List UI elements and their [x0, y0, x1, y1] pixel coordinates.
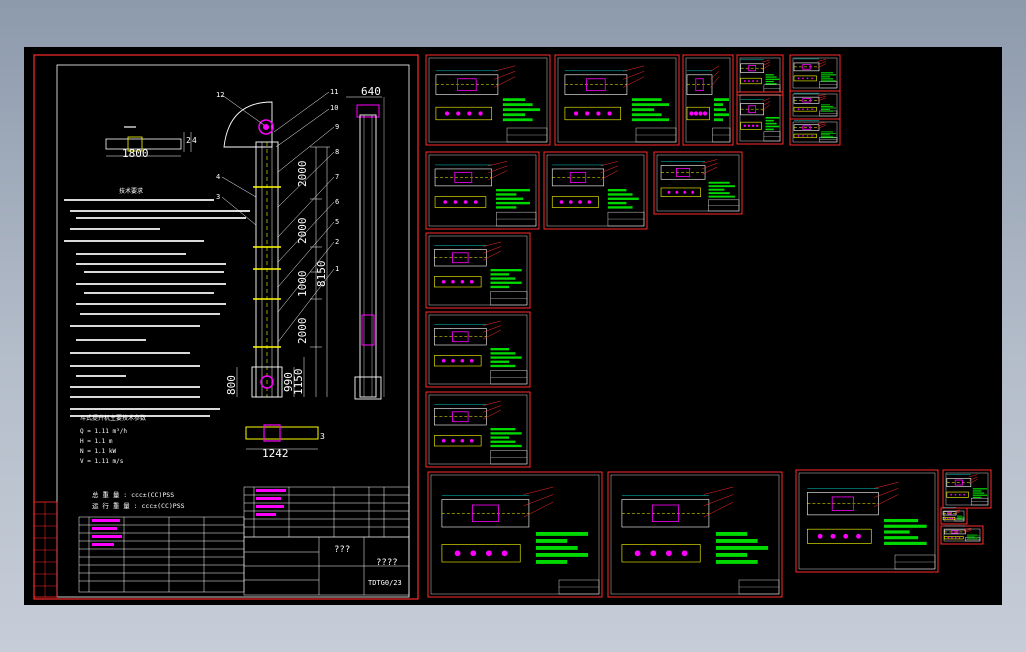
- callout-9: 9: [335, 123, 339, 131]
- callout-10: 10: [330, 104, 338, 112]
- callout-4: 4: [216, 173, 220, 181]
- notes-title: 技术要求: [119, 187, 143, 195]
- detail-sheet-15: [427, 471, 603, 598]
- callout-7: 7: [335, 173, 339, 181]
- dim-640: 640: [361, 85, 381, 98]
- detail-sheet-5: [789, 54, 841, 92]
- side-elevation: [346, 96, 385, 400]
- dim-2000-c: 2000: [296, 318, 309, 345]
- parts-list-highlight: [92, 489, 286, 546]
- main-assembly-sheet: [33, 54, 419, 600]
- detail-sheet-11: [653, 151, 743, 215]
- detail-sheet-16: [607, 471, 783, 598]
- detail-sheet-2: [554, 54, 680, 146]
- dim-small-1: 2: [186, 136, 191, 145]
- callout-11: 11: [330, 88, 338, 96]
- dim-small-3: 3: [320, 432, 325, 441]
- detail-sheet-4: [736, 54, 784, 96]
- drawing-number: TDTG0/23: [368, 579, 402, 587]
- dim-1800: 1800: [122, 147, 149, 160]
- detail-sheet-18: [942, 469, 992, 509]
- callout-1: 1: [335, 265, 339, 273]
- detail-sheet-17: [795, 469, 939, 573]
- spec-line-v: V = 1.11 m/s: [80, 458, 124, 465]
- dim-2000-b: 2000: [296, 218, 309, 245]
- callout-2: 2: [335, 238, 339, 246]
- cad-model-space[interactable]: 1800 1242 640 2 4 3 2000 2000 1000 2000 …: [24, 47, 1002, 605]
- detail-sheet-10: [543, 151, 648, 230]
- callout-3: 3: [216, 193, 220, 201]
- detail-sheet-3: [682, 54, 734, 146]
- detail-sheet-6: [736, 91, 784, 145]
- dim-1242: 1242: [262, 447, 289, 460]
- operating-weight: 运 行 重 量 : ccc±(CC)PSS: [92, 501, 185, 510]
- detail-sheet-9: [425, 151, 540, 230]
- spec-line-q: Q = 1.11 m³/h: [80, 428, 127, 435]
- detail-sheet-12: [425, 232, 531, 309]
- dim-small-2: 4: [192, 136, 197, 145]
- callout-leaders: [221, 91, 335, 343]
- callout-5: 5: [335, 218, 339, 226]
- drawing-canvas[interactable]: 1800 1242 640 2 4 3 2000 2000 1000 2000 …: [24, 47, 1002, 605]
- plan-view-top: [105, 126, 192, 157]
- dimension-lines: [236, 146, 330, 397]
- main-sheet-text: 1800 1242 640 2 4 3 2000 2000 1000 2000 …: [80, 85, 402, 587]
- parts-list: [78, 486, 410, 596]
- title-block-name: ???: [334, 545, 350, 555]
- detail-sheet-8: [789, 118, 841, 146]
- dim-990: 990: [282, 372, 295, 392]
- callout-6: 6: [335, 198, 339, 206]
- spec-line-h: H = 1.1 m: [80, 438, 113, 445]
- dim-1000: 1000: [296, 271, 309, 298]
- detail-sheet-7: [789, 90, 841, 120]
- spec-line-n: N = 1.1 kW: [80, 448, 117, 455]
- detail-sheet-14: [425, 391, 531, 468]
- technical-notes-lines: [64, 199, 250, 417]
- detail-sheet-1: [425, 54, 551, 146]
- front-elevation: [223, 101, 319, 450]
- spec-header: 斗式提升机主要技术参数: [80, 414, 146, 422]
- detail-sheet-19: [940, 507, 968, 525]
- dim-2000-a: 2000: [296, 161, 309, 188]
- callout-12: 12: [216, 91, 224, 99]
- title-block-code: ????: [376, 558, 398, 568]
- detail-sheet-13: [425, 311, 531, 388]
- dim-800: 800: [225, 375, 238, 395]
- callout-8: 8: [335, 148, 339, 156]
- detail-sheets: [425, 54, 992, 598]
- detail-sheet-20: [940, 525, 984, 545]
- dim-8150: 8150: [315, 261, 328, 288]
- dim-1150: 1150: [292, 369, 305, 396]
- total-weight: 总 重 量 : ccc±(CC)PSS: [92, 490, 174, 499]
